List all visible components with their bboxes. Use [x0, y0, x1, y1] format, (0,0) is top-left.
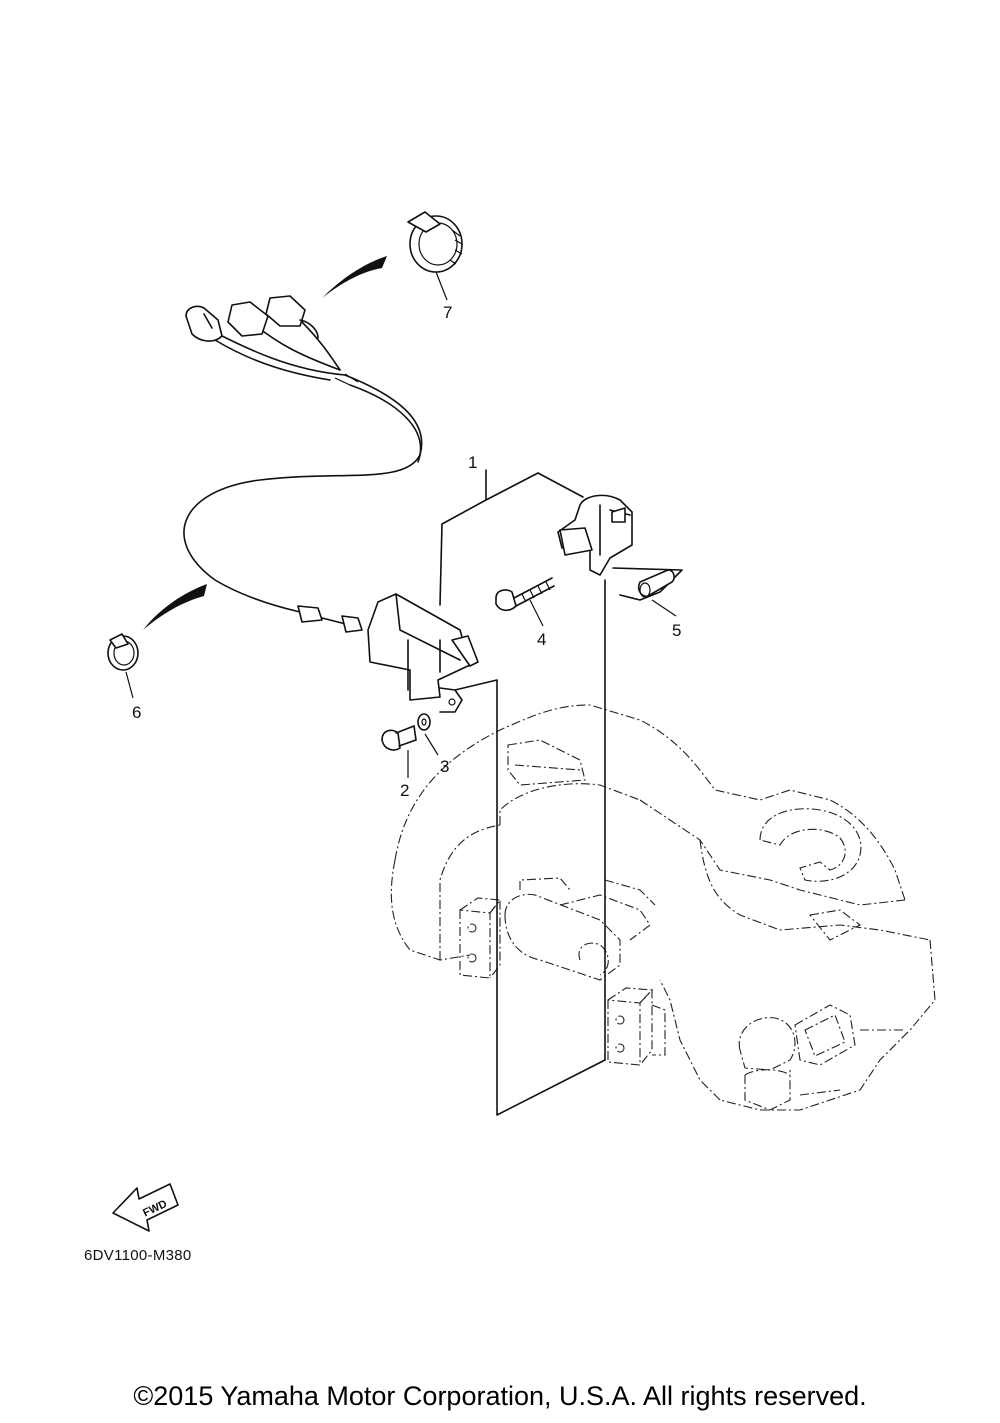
diagram-code: 6DV1100-M380	[84, 1247, 192, 1264]
copyright-notice: ©2015 Yamaha Motor Corporation, U.S.A. A…	[133, 1381, 867, 1411]
bracket-outline	[390, 704, 936, 1111]
harness-connectors	[185, 295, 319, 342]
fwd-arrow-icon: FWD	[112, 1183, 179, 1232]
screw-part-4	[495, 577, 555, 612]
collar-part-5	[612, 567, 683, 601]
bolt-part-2	[381, 725, 417, 751]
callout-5: 5	[672, 621, 681, 640]
trim-sensor-body	[297, 593, 479, 713]
callout-6: 6	[132, 703, 141, 722]
clamp-part-7	[407, 211, 463, 273]
callout-numbers: 1 2 3 4 5 6 7	[132, 303, 681, 800]
callout-1: 1	[468, 453, 477, 472]
direction-arrows	[143, 256, 387, 630]
clamp-part-6	[107, 633, 139, 671]
callout-4: 4	[537, 630, 546, 649]
wire-harness	[183, 319, 423, 613]
callout-2: 2	[400, 781, 409, 800]
trim-sensor-cam	[557, 494, 633, 576]
installation-lines	[454, 579, 606, 1116]
callout-3: 3	[440, 757, 449, 776]
callout-leaders	[125, 271, 677, 778]
callout-7: 7	[443, 303, 452, 322]
washer-part-3	[417, 713, 431, 731]
